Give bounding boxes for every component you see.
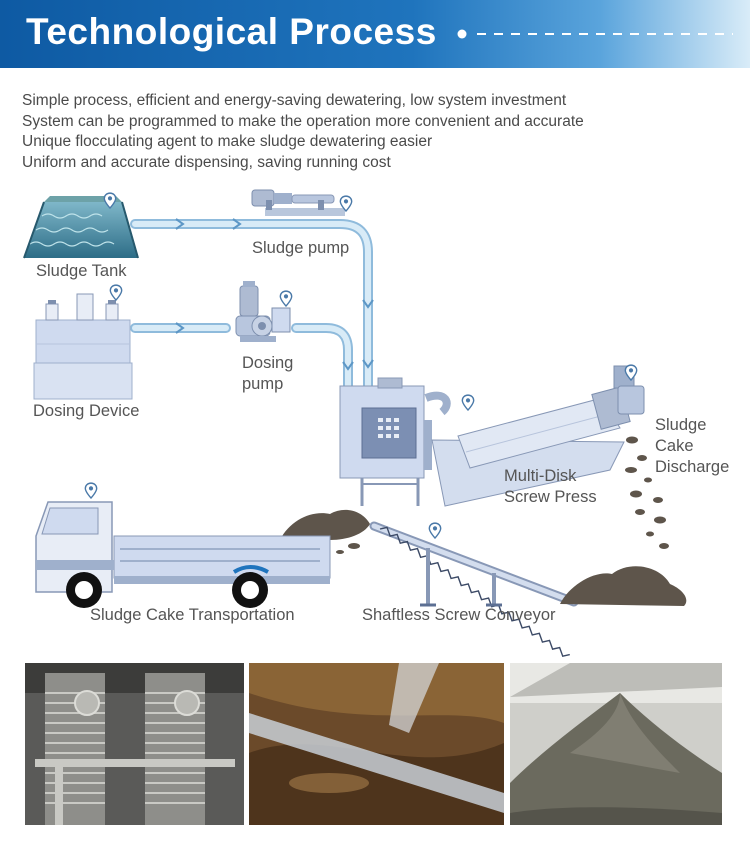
shaftless-screw-conveyor-illustration: [369, 521, 579, 658]
intro-line: Uniform and accurate dispensing, saving …: [22, 153, 391, 171]
intro-line: System can be programmed to make the ope…: [22, 112, 584, 130]
label-sludge-cake-transportation: Sludge Cake Transportation: [90, 606, 295, 624]
photo-screw-press-disks: [25, 663, 244, 825]
sludge-pump-illustration: [251, 189, 353, 216]
photo-sludge-cake-pile: [510, 663, 722, 825]
process-diagram: [23, 189, 687, 658]
label-sludge-cake-discharge: Sludge Cake Discharge: [655, 416, 730, 476]
multi-disk-screw-press-illustration: [339, 364, 645, 507]
label-sludge-tank: Sludge Tank: [36, 262, 127, 280]
sludge-cake-piles: [280, 509, 687, 606]
header-dashed-line: [457, 29, 733, 39]
photo-sludge-trough: [249, 663, 504, 825]
label-shaftless-screw-conveyor: Shaftless Screw Conveyor: [362, 606, 556, 624]
sludge-cake-crumbs: [625, 436, 669, 549]
truck-illustration: [35, 482, 331, 608]
intro-line: Simple process, efficient and energy-sav…: [22, 92, 567, 109]
dosing-pump-illustration: [235, 281, 293, 342]
intro-list: Simple process, efficient and energy-sav…: [22, 91, 584, 173]
flow-arrows: [175, 218, 374, 371]
label-sludge-pump: Sludge pump: [252, 239, 350, 257]
intro-line: Unique flocculating agent to make sludge…: [22, 133, 433, 150]
sludge-tank-illustration: [23, 192, 139, 259]
pipe-dosing-line: [130, 323, 353, 393]
label-dosing-device: Dosing Device: [33, 402, 140, 420]
label-dosing-pump: Dosing pump: [242, 354, 294, 393]
dosing-device-illustration: [33, 284, 133, 400]
label-multi-disk-screw-press: Multi-Disk Screw Press: [504, 467, 597, 506]
page-title: Technological Process: [26, 11, 437, 52]
pipe-sludge-line: [130, 219, 373, 393]
header-banner: Technological Process: [0, 0, 750, 68]
